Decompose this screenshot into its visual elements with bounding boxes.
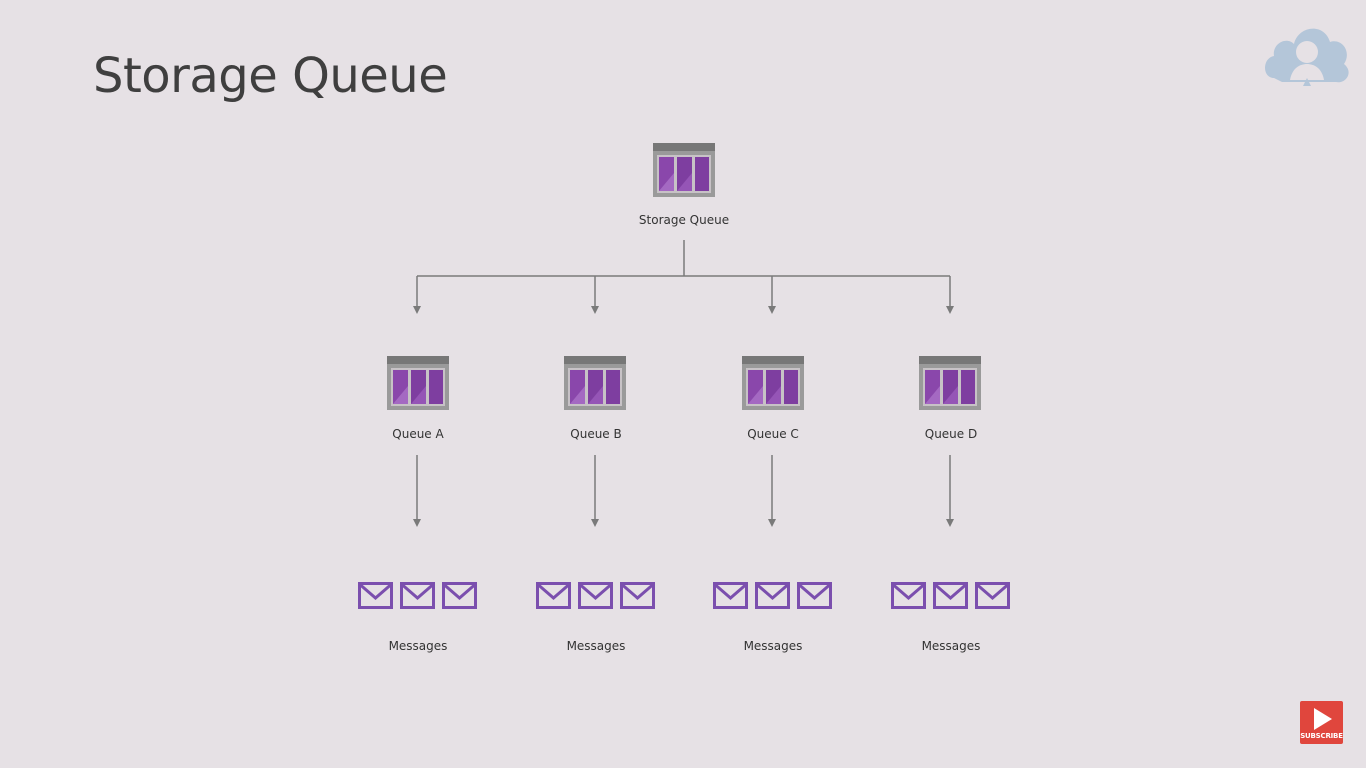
queue-node: Queue D Messages bbox=[891, 356, 1010, 653]
envelope-icon bbox=[536, 582, 571, 609]
root-connectors bbox=[413, 240, 954, 314]
root-queue-label: Storage Queue bbox=[639, 213, 729, 227]
queue-node: Queue C Messages bbox=[713, 356, 832, 653]
queue-storage-icon bbox=[653, 143, 715, 197]
envelope-icon bbox=[400, 582, 435, 609]
messages-group bbox=[358, 582, 477, 609]
root-queue-node: Storage Queue bbox=[639, 143, 729, 227]
messages-label: Messages bbox=[744, 639, 803, 653]
queue-label: Queue B bbox=[570, 427, 621, 441]
envelope-icon bbox=[933, 582, 968, 609]
queue-label: Queue C bbox=[747, 427, 799, 441]
messages-label: Messages bbox=[389, 639, 448, 653]
queue-icon bbox=[564, 356, 626, 410]
queue-node: Queue A Messages bbox=[358, 356, 477, 653]
envelope-icon bbox=[891, 582, 926, 609]
envelope-icon bbox=[620, 582, 655, 609]
subscribe-button[interactable]: SUBSCRIBE bbox=[1300, 701, 1343, 744]
envelope-icon bbox=[755, 582, 790, 609]
envelope-icon bbox=[578, 582, 613, 609]
envelope-icon bbox=[442, 582, 477, 609]
queue-node: Queue B Messages bbox=[536, 356, 655, 653]
cloud-person-logo-icon bbox=[1265, 28, 1349, 86]
envelope-icon bbox=[797, 582, 832, 609]
queue-label: Queue D bbox=[925, 427, 977, 441]
messages-label: Messages bbox=[922, 639, 981, 653]
queue-icon bbox=[919, 356, 981, 410]
messages-group bbox=[536, 582, 655, 609]
play-icon bbox=[1314, 708, 1332, 730]
slide-title: Storage Queue bbox=[93, 48, 448, 104]
queue-icon bbox=[387, 356, 449, 410]
envelope-icon bbox=[975, 582, 1010, 609]
messages-label: Messages bbox=[567, 639, 626, 653]
queue-icon bbox=[742, 356, 804, 410]
messages-group bbox=[713, 582, 832, 609]
messages-group bbox=[891, 582, 1010, 609]
envelope-icon bbox=[713, 582, 748, 609]
subscribe-label: SUBSCRIBE bbox=[1300, 732, 1343, 740]
envelope-icon bbox=[358, 582, 393, 609]
queue-label: Queue A bbox=[392, 427, 444, 441]
